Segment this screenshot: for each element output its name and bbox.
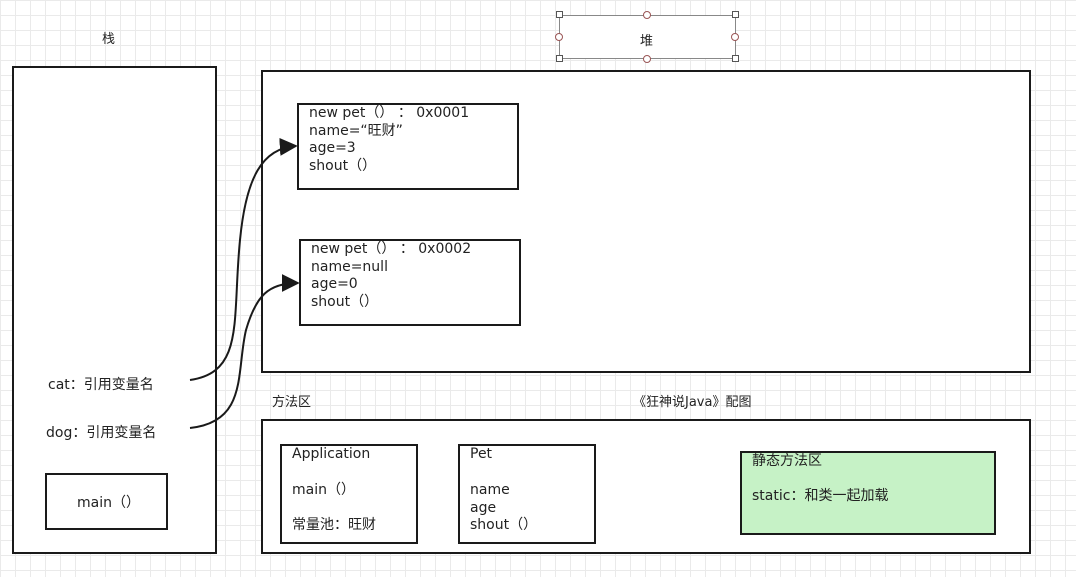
dog-reference-arrow [189, 274, 300, 429]
selection-handle[interactable] [732, 11, 739, 18]
dog-reference-label: dog：引用变量名 [46, 425, 157, 441]
application-class-box [280, 444, 418, 544]
main-frame-box [45, 473, 168, 530]
pet-class-line: age [470, 499, 497, 516]
pet-object-1-line: name=“旺财” [309, 122, 403, 139]
pet-object-1-line: new pet（） ： 0x0001 [309, 105, 470, 121]
diagram-caption: 《狂神说Java》配图 [633, 395, 752, 410]
cat-reference-label: cat：引用变量名 [48, 377, 154, 393]
selection-handle[interactable] [732, 55, 739, 62]
pet-object-2 [299, 239, 521, 326]
application-class-line: Application [292, 446, 371, 462]
pet-object-2-line: name=null [311, 258, 388, 275]
heap-title: 堆 [640, 34, 654, 49]
stack-box [12, 66, 217, 554]
pet-object-1 [297, 103, 519, 190]
connection-point[interactable] [643, 11, 651, 19]
pet-object-1-line: shout（） [309, 157, 377, 174]
selection-handle[interactable] [556, 11, 563, 18]
pet-object-2-line: age=0 [311, 276, 358, 292]
cat-reference-arrow [189, 137, 298, 381]
pet-class-line: shout（） [470, 517, 538, 533]
pet-object-1-line: age=3 [309, 140, 356, 156]
pet-class-line: name [470, 482, 510, 498]
connection-point[interactable] [555, 33, 563, 41]
stack-title: 栈 [102, 32, 116, 47]
heap-title-box[interactable] [559, 15, 736, 59]
static-method-area-line: 静态方法区 [752, 453, 822, 469]
application-class-line: 常量池：旺财 [292, 517, 376, 533]
pet-class-line: Pet [470, 446, 493, 462]
pet-object-2-line: new pet（） ： 0x0002 [311, 241, 472, 257]
method-area-title: 方法区 [272, 395, 312, 410]
connection-point[interactable] [731, 33, 739, 41]
application-class-line: main（） [292, 482, 355, 498]
pet-object-2-line: shout（） [311, 293, 379, 310]
static-method-area-box [740, 451, 996, 535]
static-method-area-line: static：和类一起加载 [752, 488, 889, 504]
pet-class-box [458, 444, 596, 544]
connection-point[interactable] [643, 55, 651, 63]
selection-handle[interactable] [556, 55, 563, 62]
main-frame-label: main（） [77, 495, 140, 511]
